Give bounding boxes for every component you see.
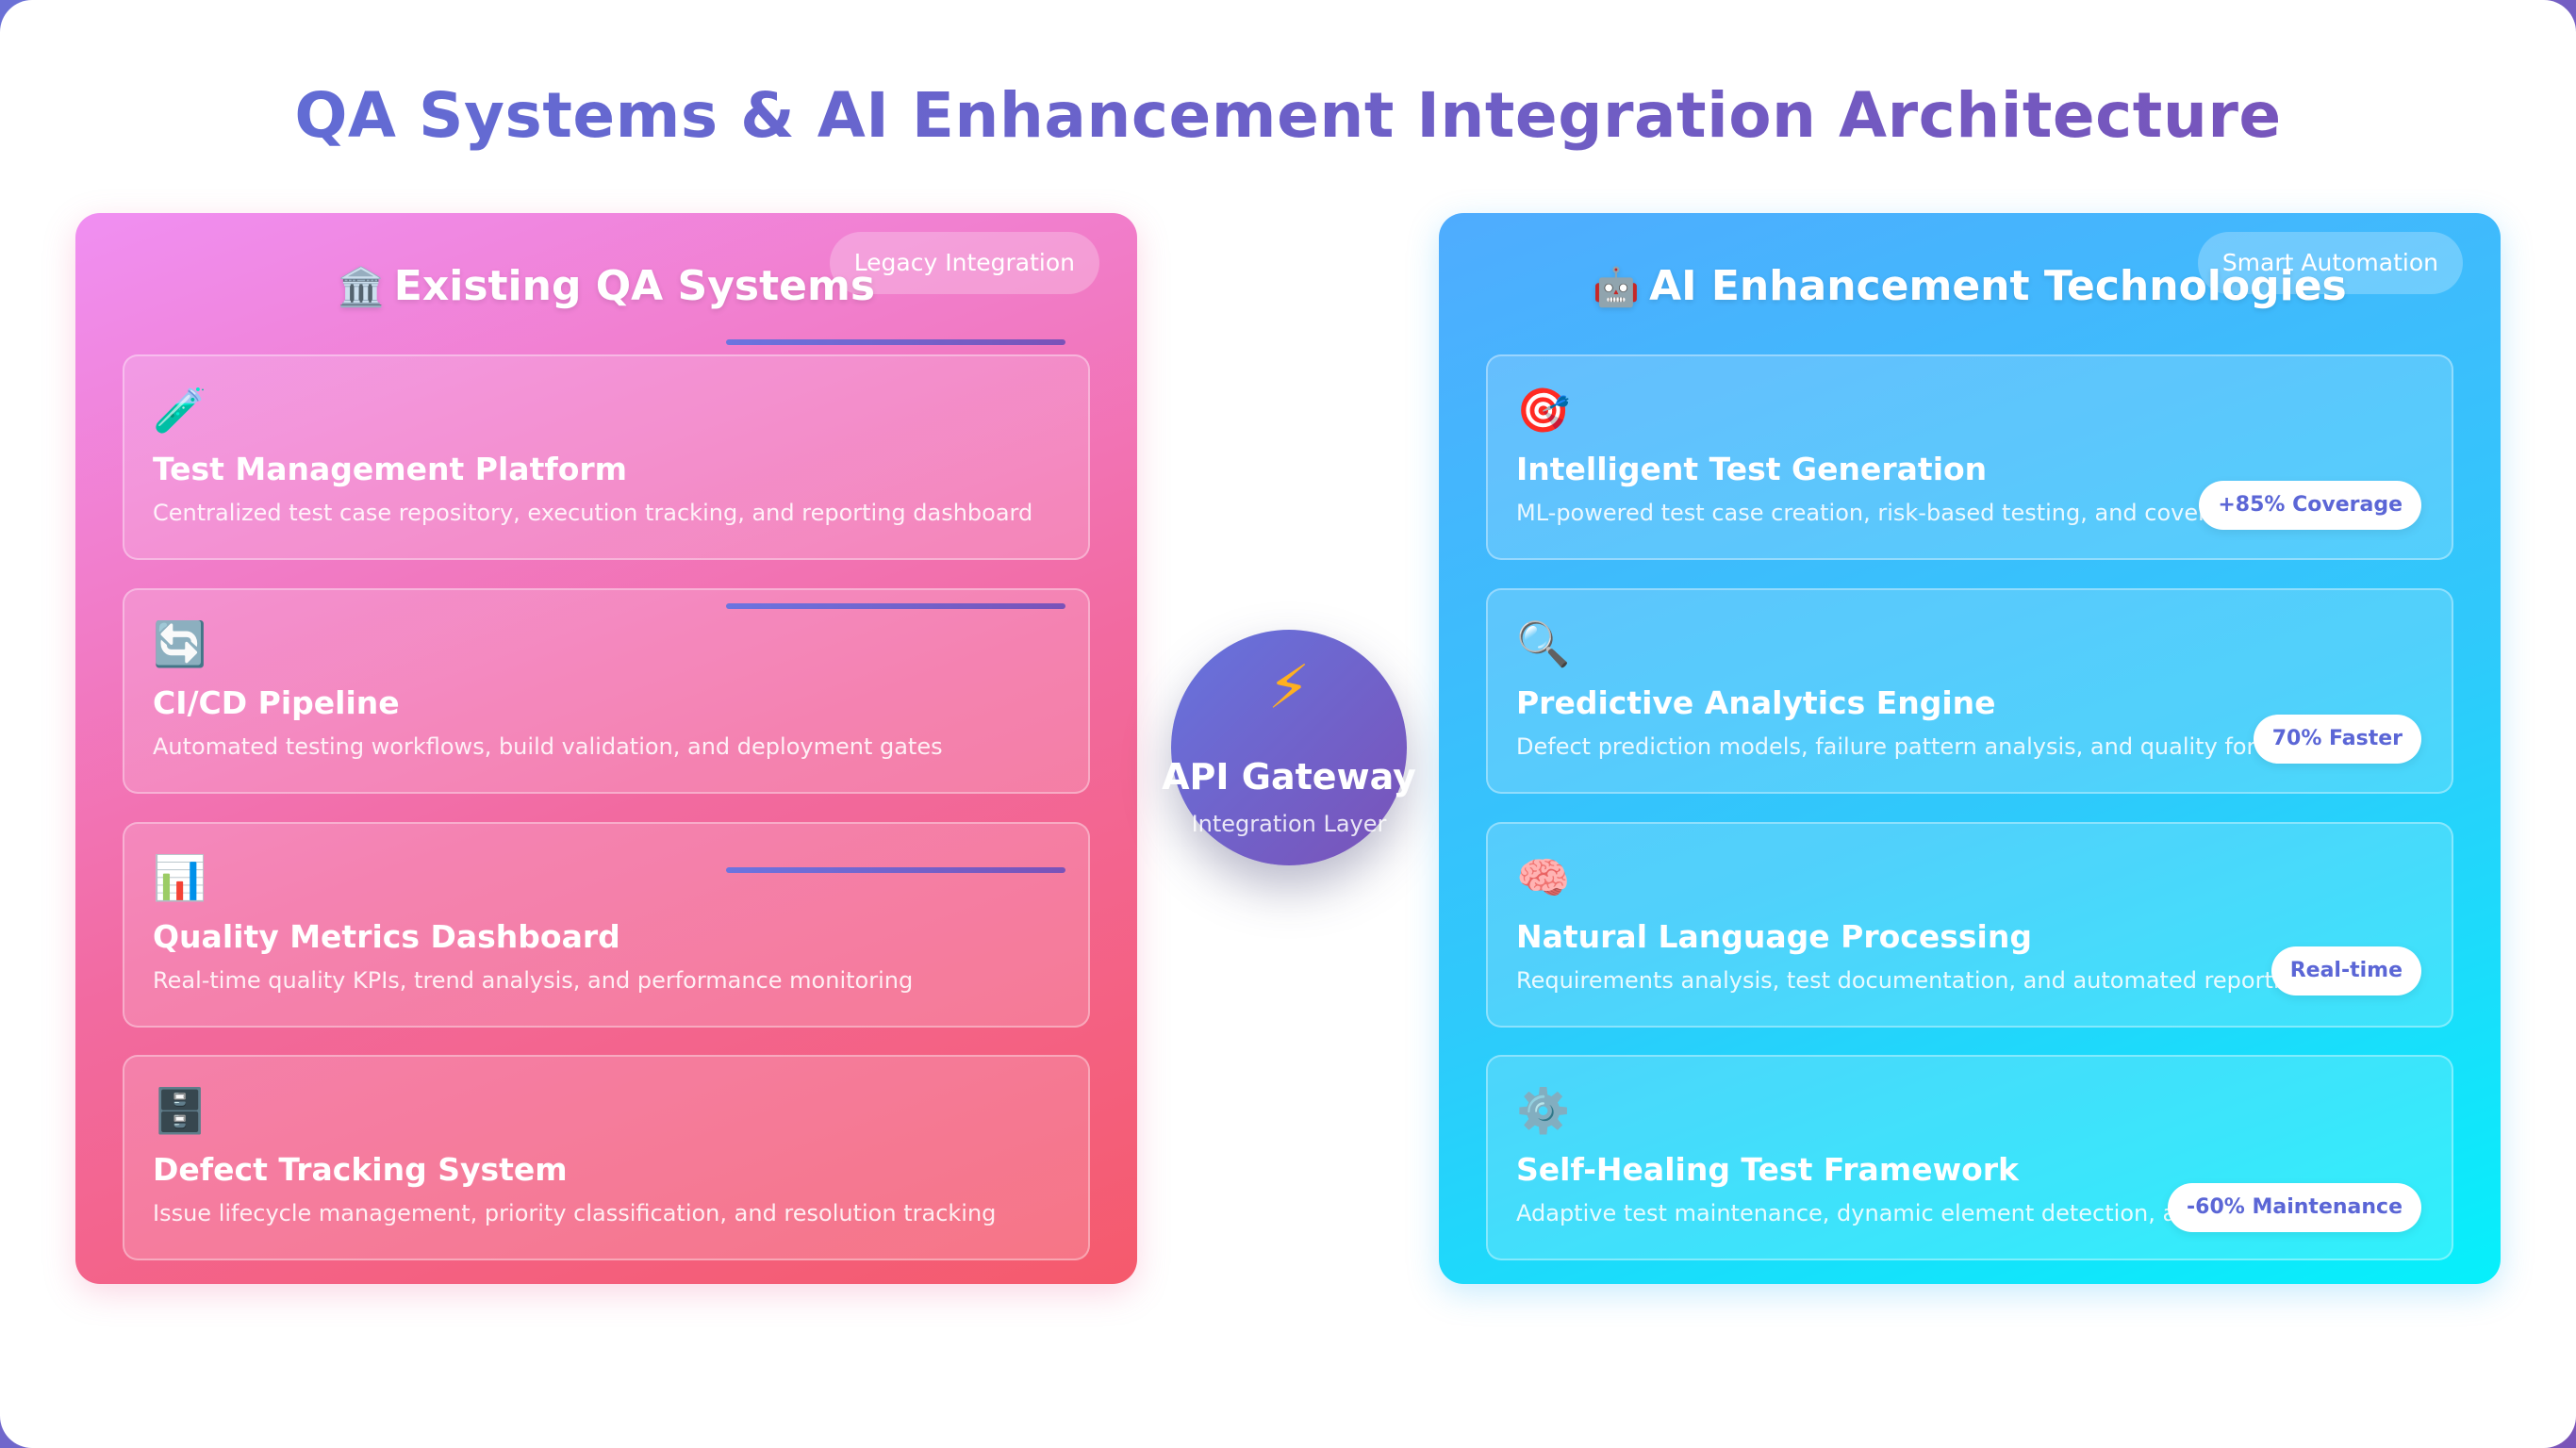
existing-qa-systems-panel: Legacy Integration 🏛️Existing QA Systems… [75,213,1137,1284]
card-predictive-analytics-engine: 🔍 Predictive Analytics Engine Defect pre… [1486,588,2453,794]
ai-enhancement-technologies-panel: Smart Automation 🤖AI Enhancement Technol… [1439,213,2501,1284]
card-description: Issue lifecycle management, priority cla… [153,1200,997,1226]
gateway-title: API Gateway [1162,756,1416,798]
lightning-bolt-icon: ⚡ [1267,653,1311,723]
api-gateway-node: ⚡ API Gateway Integration Layer [1162,630,1416,865]
card-description: Real-time quality KPIs, trend analysis, … [153,967,914,994]
bank-building-icon: 🏛️ [337,266,385,309]
existing-qa-systems-title: 🏛️Existing QA Systems [75,262,1137,310]
panel-title-text: AI Enhancement Technologies [1649,262,2347,310]
card-title: Quality Metrics Dashboard [153,918,620,955]
legacy-integration-badge: Legacy Integration [829,232,1099,294]
target-icon: 🎯 [1516,385,1571,436]
card-title: Test Management Platform [153,451,628,487]
metric-badge: Real-time [2271,946,2421,996]
gateway-subtitle: Integration Layer [1191,811,1387,837]
brain-icon: 🧠 [1516,852,1571,903]
card-natural-language-processing: 🧠 Natural Language Processing Requiremen… [1486,822,2453,1028]
metric-badge: 70% Faster [2253,715,2421,764]
connector-line [726,603,1065,609]
connector-line [726,339,1065,345]
test-tube-icon: 🧪 [153,385,207,436]
card-description: Centralized test case repository, execut… [153,500,1033,526]
card-title: CI/CD Pipeline [153,684,400,721]
metric-badge: +85% Coverage [2199,481,2421,530]
card-description: Defect prediction models, failure patter… [1516,733,2352,760]
page-title: QA Systems & AI Enhancement Integration … [0,79,2576,152]
card-title: Predictive Analytics Engine [1516,684,1996,721]
gear-icon: ⚙️ [1516,1085,1571,1136]
card-title: Defect Tracking System [153,1151,568,1188]
smart-automation-badge: Smart Automation [2197,232,2463,294]
metric-badge: -60% Maintenance [2168,1183,2421,1232]
connector-line [726,867,1065,873]
card-ci-cd-pipeline: 🔄 CI/CD Pipeline Automated testing workf… [123,588,1090,794]
card-title: Self-Healing Test Framework [1516,1151,2019,1188]
panel-title-text: Existing QA Systems [393,262,876,310]
bar-chart-icon: 📊 [153,852,207,903]
magnifier-icon: 🔍 [1516,618,1571,669]
card-quality-metrics-dashboard: 📊 Quality Metrics Dashboard Real-time qu… [123,822,1090,1028]
card-intelligent-test-generation: 🎯 Intelligent Test Generation ML-powered… [1486,354,2453,560]
card-description: Requirements analysis, test documentatio… [1516,967,2308,994]
card-defect-tracking-system: 🗄️ Defect Tracking System Issue lifecycl… [123,1055,1090,1260]
card-description: Automated testing workflows, build valid… [153,733,943,760]
refresh-arrows-icon: 🔄 [153,618,207,669]
robot-icon: 🤖 [1593,266,1641,309]
card-title: Natural Language Processing [1516,918,2032,955]
card-self-healing-test-framework: ⚙️ Self-Healing Test Framework Adaptive … [1486,1055,2453,1260]
ai-enhancement-technologies-title: 🤖AI Enhancement Technologies [1439,262,2501,310]
card-title: Intelligent Test Generation [1516,451,1988,487]
card-test-management-platform: 🧪 Test Management Platform Centralized t… [123,354,1090,560]
file-cabinet-icon: 🗄️ [153,1085,207,1136]
